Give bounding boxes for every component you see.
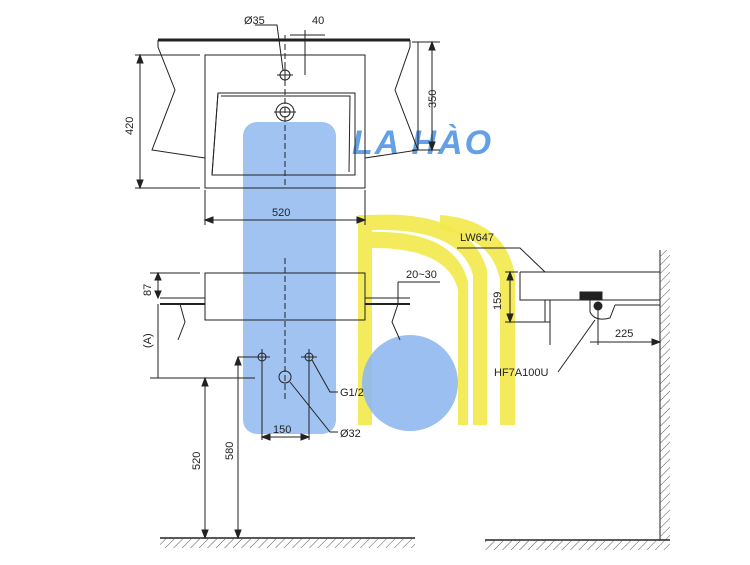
dim-overall-width: 520 — [272, 207, 290, 219]
dim-basin-depth: 350 — [427, 90, 439, 108]
dim-hole-diameter: Ø35 — [244, 15, 265, 27]
dim-pipe-spacing: 150 — [273, 424, 291, 436]
watermark-logo: LA HÀO — [243, 122, 515, 434]
dim-drain-height: 580 — [224, 442, 236, 460]
dim-thread-size: G1/2 — [340, 387, 364, 399]
dim-height-a: (A) — [142, 333, 154, 348]
front-view — [150, 258, 440, 548]
dim-counter-gap: 20~30 — [406, 269, 437, 281]
dim-wall-distance: 225 — [615, 328, 633, 340]
dim-side-height: 159 — [492, 292, 504, 310]
side-view — [457, 247, 670, 550]
dim-inlet-height: 520 — [191, 452, 203, 470]
label-basin-model: LW647 — [460, 232, 494, 244]
watermark-text: LA HÀO — [352, 124, 493, 162]
dim-overall-depth: 420 — [124, 117, 136, 135]
watermark-blue-circle — [362, 335, 458, 431]
label-trap-model: HF7A100U — [494, 367, 548, 379]
dim-rim-height: 87 — [142, 284, 154, 296]
watermark-blue-bar — [243, 122, 336, 434]
dim-tap-offset: 40 — [312, 15, 324, 27]
top-view — [135, 24, 440, 225]
dim-drain-diameter: Ø32 — [340, 428, 361, 440]
